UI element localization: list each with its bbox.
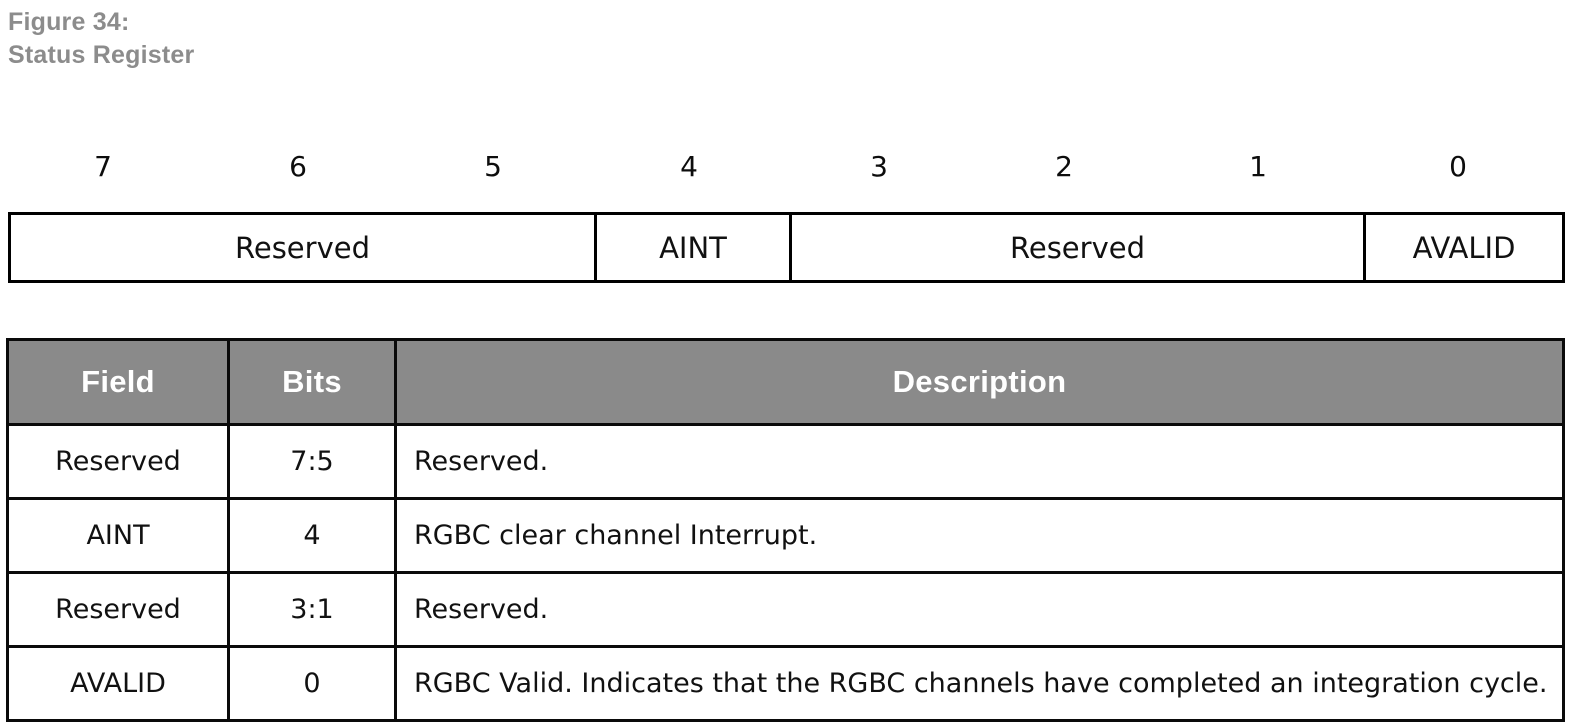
bit-number-6: 6	[289, 150, 307, 183]
table-row: AVALID 0 RGBC Valid. Indicates that the …	[6, 645, 1565, 722]
bit-number-1: 1	[1249, 150, 1267, 183]
table-row: Reserved 3:1 Reserved.	[6, 571, 1565, 648]
register-field-diagram: Reserved AINT Reserved AVALID	[8, 212, 1565, 283]
bit-number-7: 7	[94, 150, 112, 183]
register-field-aint: AINT	[597, 215, 792, 280]
cell-description: Reserved.	[394, 423, 1565, 500]
column-header-bits: Bits	[227, 338, 397, 426]
bit-number-0: 0	[1449, 150, 1467, 183]
bit-number-ruler: 7 6 5 4 3 2 1 0	[8, 150, 1565, 194]
column-header-field: Field	[6, 338, 230, 426]
bit-number-3: 3	[870, 150, 888, 183]
bit-number-5: 5	[484, 150, 502, 183]
cell-field: AINT	[6, 497, 230, 574]
cell-description: RGBC clear channel Interrupt.	[394, 497, 1565, 574]
column-header-description: Description	[394, 338, 1565, 426]
cell-bits: 3:1	[227, 571, 397, 648]
register-field-avalid: AVALID	[1366, 215, 1562, 280]
table-row: Reserved 7:5 Reserved.	[6, 423, 1565, 500]
table-header-row: Field Bits Description	[6, 338, 1565, 426]
cell-field: Reserved	[6, 423, 230, 500]
figure-label: Figure 34:	[8, 8, 130, 36]
cell-bits: 0	[227, 645, 397, 722]
figure-caption: Figure 34: Status Register	[8, 6, 194, 72]
cell-field: AVALID	[6, 645, 230, 722]
figure-title: Status Register	[8, 41, 195, 69]
bit-number-4: 4	[680, 150, 698, 183]
register-field-reserved-3-1: Reserved	[792, 215, 1366, 280]
bit-number-2: 2	[1055, 150, 1073, 183]
register-field-reserved-7-5: Reserved	[11, 215, 597, 280]
cell-description: Reserved.	[394, 571, 1565, 648]
cell-bits: 7:5	[227, 423, 397, 500]
cell-description: RGBC Valid. Indicates that the RGBC chan…	[394, 645, 1565, 722]
table-row: AINT 4 RGBC clear channel Interrupt.	[6, 497, 1565, 574]
cell-field: Reserved	[6, 571, 230, 648]
register-description-table: Field Bits Description Reserved 7:5 Rese…	[6, 338, 1565, 722]
cell-bits: 4	[227, 497, 397, 574]
